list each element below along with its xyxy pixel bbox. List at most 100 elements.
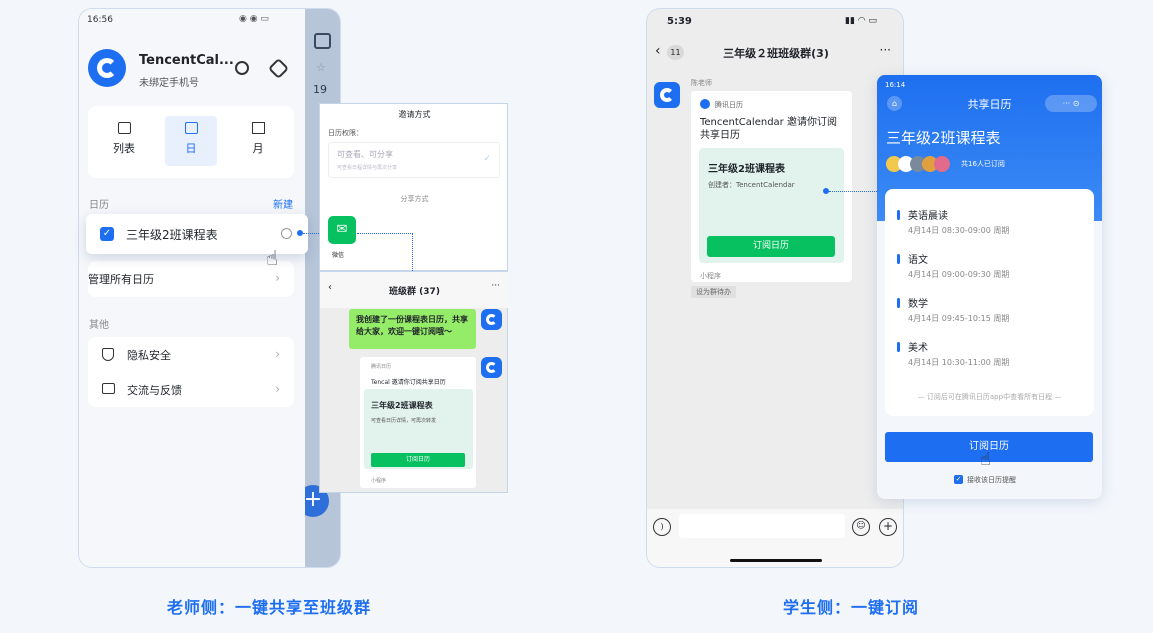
section-calendar-label: 日历 [89,200,109,211]
status-time: 16:56 [87,15,113,25]
event-item[interactable]: 英语晨读 4月14日 08:30-09:00 周期 [885,207,1021,236]
search-icon[interactable] [235,61,249,75]
subscriber-count: 共16人已订阅 [961,160,1005,168]
teacher-main: 16:56 ◉ ◉ ▭ TencentCal... 未绑定手机号 列表 日 [79,9,305,567]
more-icon[interactable]: ··· [491,281,500,291]
connector-line [357,233,413,234]
manage-calendars-row[interactable]: 管理所有日历 › [88,261,294,297]
share-method-label: 分享方式 [400,195,429,203]
status-icons: ▮▮ ◠ ▭ [845,16,877,26]
settings-icon[interactable] [267,57,290,80]
view-month-label: 月 [252,142,264,155]
shared-card-small[interactable]: 腾讯日历 Tencal 邀请你订阅共享日历 三年级2班课程表 可查看日历详情，可… [360,357,476,488]
more-icon[interactable]: ··· [879,43,891,57]
chat-input-bar: ) ☺ + [647,509,903,567]
capsule-menu[interactable]: ··· ⊙ [1045,95,1097,112]
sender-name: 陈老师 [691,79,712,87]
view-day-button[interactable]: 日 [165,116,217,166]
status-icons: ◉ ◉ ▭ [239,14,269,24]
share-icon[interactable] [281,228,292,239]
connector-line [303,233,327,234]
view-list-label: 列表 [113,142,135,155]
voice-icon[interactable]: ) [653,518,671,536]
group-chat-small: ‹ 班级群 (37) ··· 我创建了一份课程表日历，共享给大家，欢迎一键订阅哦… [319,271,509,493]
connector-line [829,191,877,192]
back-icon[interactable]: ‹ [655,43,661,59]
emoji-icon[interactable]: ☺ [852,518,870,536]
connector-dot [823,188,829,194]
mini-program-label: 小程序 [371,478,387,484]
new-calendar-link[interactable]: 新建 [273,200,293,211]
connector-dot [297,230,303,236]
reminder-checkbox-icon[interactable]: ✓ [954,475,963,484]
back-icon[interactable]: ‹ [328,282,332,293]
feedback-row[interactable]: 交流与反馈 › [88,372,294,407]
calendar-title: 三年级2班课程表 [886,129,1001,147]
checkbox-checked-icon[interactable]: ✓ [100,227,114,241]
share-panel: 邀请方式 日历权限： 可查看、可分享 可查看日程详情与再次分享 ✓ 分享方式 ✉… [319,103,508,271]
check-icon: ✓ [483,154,491,164]
shared-card[interactable]: 腾讯日历 TencentCalendar 邀请你订阅共享日历 三年级2班课程表 … [691,91,852,282]
card-invite: TencentCalendar 邀请你订阅共享日历 [700,117,837,141]
privacy-row[interactable]: 隐私安全 › [88,337,294,372]
mini-program-label: 小程序 [700,272,721,280]
event-name: 英语晨读 [908,211,948,222]
permission-label: 日历权限： [328,129,363,137]
privacy-icon [102,348,114,361]
section-other-label: 其他 [89,320,109,331]
sender-avatar [654,82,680,108]
chevron-right-icon: › [275,347,280,361]
teacher-phone: ☆ 19 + 16:56 ◉ ◉ ▭ TencentCal... 未绑定手机号 … [78,8,341,568]
event-name: 数学 [908,299,928,310]
view-switcher: 列表 日 月 [88,106,294,178]
chevron-right-icon: › [275,271,280,285]
chat-header: ‹ 班级群 (37) ··· [320,272,509,308]
chevron-right-icon: › [275,382,280,396]
view-month-button[interactable]: 月 [232,116,284,166]
calendar-note: — 订阅后可在腾讯日历app中查看所有日程 — [917,393,1062,401]
tap-hand-icon: ☝ [266,246,279,270]
card-title: 三年级2班课程表 [708,164,785,175]
home-indicator [730,559,822,562]
sender-avatar [481,309,502,330]
subscriber-avatars [886,156,958,172]
view-list-button[interactable]: 列表 [98,116,150,166]
subscribe-button-small[interactable]: 订阅日历 [371,453,465,467]
calendar-item-label: 三年级2班课程表 [126,228,218,242]
card-body: 三年级2班课程表 创建者：TencentCalendar 订阅日历 [699,148,844,263]
student-phone: 5:39 ▮▮ ◠ ▭ ‹ 11 三年级２班班级群(3) ··· 陈老师 腾讯日… [646,8,904,568]
feedback-label: 交流与反馈 [127,384,182,397]
month-icon [251,122,265,134]
header-title: 共享日历 [967,98,1012,111]
home-icon[interactable]: ⌂ [887,96,902,111]
unread-badge[interactable]: 11 [667,45,684,60]
event-name: 美术 [908,343,928,354]
settings-card: 隐私安全 › 交流与反馈 › [88,337,294,407]
set-todo-chip[interactable]: 设为群待办 [691,286,736,298]
event-time: 4月14日 10:30-11:00 周期 [908,358,1010,367]
shared-calendar-panel: 16:14 ⌂ 共享日历 ··· ⊙ 三年级2班课程表 共16人已订阅 英语晨读… [877,75,1102,499]
event-time: 4月14日 08:30-09:00 周期 [908,226,1010,235]
event-item[interactable]: 美术 4月14日 10:30-11:00 周期 [885,339,1021,368]
card-source: 腾讯日历 [715,101,743,109]
app-logo-icon [88,49,126,87]
app-name: TencentCal... [139,53,234,68]
message-input[interactable] [679,514,845,538]
subscribe-button[interactable]: 订阅日历 [707,236,835,257]
card-invite: Tencal 邀请你订阅共享日历 [371,379,446,386]
calendar-item-row[interactable]: ✓ 三年级2班课程表 [86,214,308,254]
permission-option[interactable]: 可查看、可分享 可查看日程详情与再次分享 ✓ [328,142,500,178]
plus-icon[interactable]: + [879,518,897,536]
status-time: 16:14 [885,81,906,89]
chat-bubble-icon [102,383,115,394]
permission-value: 可查看、可分享 [337,150,393,159]
subscribe-calendar-button[interactable]: 订阅日历 [885,432,1093,462]
chat-title: 三年级２班班级群(3) [723,47,829,60]
tap-hand-icon: ☝ [980,449,991,470]
wechat-icon[interactable]: ✉ [328,216,356,244]
list-icon [117,122,131,134]
